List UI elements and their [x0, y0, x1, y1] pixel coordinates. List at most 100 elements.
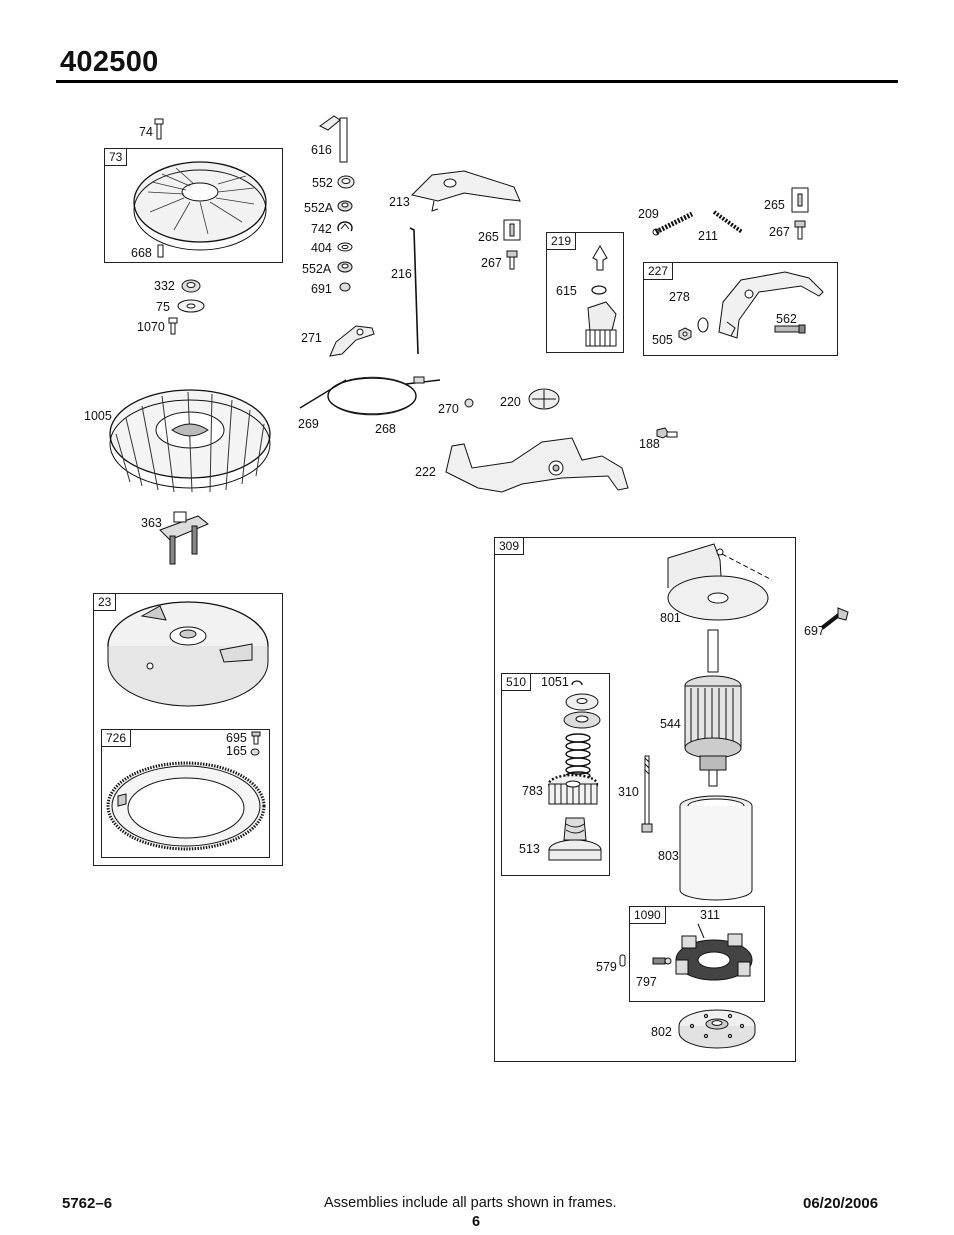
- callout-75: 75: [156, 300, 170, 314]
- callout-615: 615: [556, 284, 577, 298]
- thru-bolt-310-part: [641, 755, 653, 833]
- callout-562: 562: [776, 312, 797, 326]
- callout-695: 695: [226, 731, 247, 745]
- callout-310: 310: [618, 785, 639, 799]
- end-cap-801-part: [667, 543, 773, 621]
- callout-267-left: 267: [481, 256, 502, 270]
- frame-219: 219: [546, 232, 624, 353]
- callout-697: 697: [804, 624, 825, 638]
- bolt-188-part: [656, 427, 678, 439]
- callout-209: 209: [638, 207, 659, 221]
- callout-691: 691: [311, 282, 332, 296]
- link-rod-216-part: [409, 227, 419, 355]
- nut-165-part: [250, 748, 260, 756]
- callout-802: 802: [651, 1025, 672, 1039]
- frame-726: 726: [101, 729, 270, 858]
- frame-tag-73: 73: [105, 149, 128, 166]
- callout-270: 270: [438, 402, 459, 416]
- flywheel-23-part: [107, 601, 269, 707]
- callout-363: 363: [141, 516, 162, 530]
- revision-date: 06/20/2006: [803, 1195, 879, 1212]
- o-ring-615-part: [591, 285, 607, 295]
- gear-219-part: [585, 301, 617, 347]
- control-bracket-227-part: [718, 271, 824, 339]
- callout-742: 742: [311, 222, 332, 236]
- callout-165: 165: [226, 744, 247, 758]
- callout-552A-lower: 552A: [302, 262, 332, 276]
- header-rule: [56, 80, 898, 83]
- frame-23: 23: [93, 593, 283, 866]
- callout-216: 216: [391, 267, 412, 281]
- spring-211-part: [712, 210, 744, 234]
- governor-shaft-616-part: [319, 115, 348, 163]
- lever-271-part: [329, 325, 375, 357]
- throttle-cable-268-part: [299, 376, 441, 416]
- callout-513: 513: [519, 842, 540, 856]
- knob-220-part: [528, 388, 560, 410]
- callout-797: 797: [636, 975, 657, 989]
- callout-783: 783: [522, 784, 543, 798]
- spring-209-part: [652, 211, 694, 236]
- clamp-265-left-part: [503, 219, 521, 241]
- callout-271: 271: [301, 331, 322, 345]
- washer-278-part: [697, 317, 709, 333]
- nut-691-part: [339, 282, 351, 292]
- callout-668: 668: [131, 246, 152, 260]
- callout-801: 801: [660, 611, 681, 625]
- frames-note: Assemblies include all parts shown in fr…: [324, 1195, 617, 1211]
- frame-309: 309: [494, 537, 796, 1062]
- fastener-219-part: [592, 245, 608, 271]
- callout-1005: 1005: [84, 409, 112, 423]
- callout-211: 211: [698, 229, 718, 243]
- armature-363-part: [159, 511, 209, 565]
- callout-552A-upper: 552A: [304, 201, 334, 215]
- screw-695-part: [251, 731, 261, 745]
- armature-544-part: [684, 629, 742, 787]
- clip-742-part: [337, 221, 353, 232]
- clamp-265-right-part: [791, 187, 809, 213]
- callout-188: 188: [639, 437, 660, 451]
- callout-544: 544: [660, 717, 681, 731]
- screw-562-part: [774, 324, 806, 334]
- housing-803-part: [679, 795, 753, 901]
- ring-552A-lower-part: [337, 261, 353, 273]
- ring-552A-upper-part: [337, 200, 353, 212]
- ring-gear-726-part: [106, 761, 266, 851]
- bolt-1070-part: [168, 317, 178, 335]
- frame-73: 73: [104, 148, 283, 263]
- frame-227: 227: [643, 262, 838, 356]
- frame-tag-219: 219: [547, 233, 577, 250]
- callout-311: 311: [700, 908, 720, 922]
- callout-404: 404: [311, 241, 332, 255]
- terminal-797-part: [652, 957, 672, 965]
- callout-267-right: 267: [769, 225, 790, 239]
- bolt-697-part: [820, 607, 849, 630]
- stud-668-part: [157, 244, 164, 258]
- callout-268: 268: [375, 422, 396, 436]
- frame-tag-23: 23: [94, 594, 117, 611]
- flywheel-fan-1005-part: [109, 389, 271, 493]
- callout-579: 579: [596, 960, 617, 974]
- drive-513-part: [548, 817, 602, 861]
- callout-265-left: 265: [478, 230, 499, 244]
- blower-housing-part: [133, 161, 267, 251]
- frame-tag-510: 510: [502, 674, 532, 691]
- callout-505: 505: [652, 333, 673, 347]
- washer-75-part: [177, 299, 205, 313]
- frame-1090: 1090: [629, 906, 765, 1002]
- bushing-552-part: [337, 175, 355, 189]
- control-bracket-213-part: [411, 170, 521, 212]
- callout-552: 552: [312, 176, 333, 190]
- frame-510: 510: [501, 673, 610, 876]
- callout-222: 222: [415, 465, 436, 479]
- callout-332: 332: [154, 279, 175, 293]
- callout-74: 74: [139, 125, 153, 139]
- callout-265-right: 265: [764, 198, 785, 212]
- frame-tag-1090: 1090: [630, 907, 666, 924]
- document-number: 5762–6: [62, 1195, 113, 1212]
- nut-332-part: [181, 279, 201, 293]
- frame-tag-726: 726: [102, 730, 132, 747]
- washer-404-part: [337, 242, 353, 252]
- control-plate-222-part: [445, 437, 629, 493]
- insulator-579-part: [619, 954, 626, 967]
